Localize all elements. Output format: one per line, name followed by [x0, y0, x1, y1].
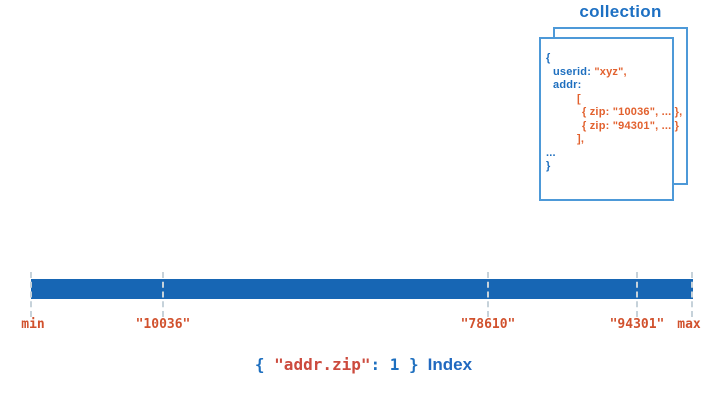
json-line: addr:	[546, 79, 672, 93]
json-token: ...	[546, 146, 556, 159]
json-line: userid: "xyz",	[546, 66, 672, 80]
json-token: "xyz",	[594, 65, 627, 78]
tick-label-max: max	[677, 317, 701, 332]
index-range-bar	[31, 279, 693, 299]
json-token: ],	[577, 133, 585, 145]
json-line: ...	[546, 147, 672, 161]
json-token: [	[577, 92, 581, 105]
json-line: {	[546, 52, 672, 66]
json-token: addr:	[553, 79, 582, 91]
caption-close-brace: }	[409, 355, 419, 374]
collection-label: collection	[579, 2, 662, 21]
json-token: { zip: "10036", ... },	[582, 106, 683, 118]
tick-label-94301: "94301"	[609, 317, 665, 332]
tick-label-min: min	[21, 317, 45, 332]
json-line: ],	[546, 133, 672, 147]
caption-index-word: Index	[427, 355, 473, 374]
json-line: { zip: "10036", ... },	[546, 106, 682, 120]
json-line: { zip: "94301", ... }	[546, 120, 679, 134]
tick-line-10036	[162, 272, 164, 317]
caption-open-brace: {	[254, 355, 275, 374]
tick-line-94301	[636, 272, 638, 317]
json-token: {	[546, 52, 551, 64]
json-token: userid:	[553, 65, 595, 78]
index-caption: { "addr.zip": 1 } Index	[0, 355, 720, 375]
caption-key: "addr.zip"	[274, 355, 371, 374]
json-line: [	[546, 93, 672, 107]
json-line: }	[546, 160, 672, 174]
document-json: { userid: "xyz", addr: [ { zip: "10036",…	[541, 39, 682, 174]
tick-label-78610: "78610"	[460, 317, 516, 332]
json-token: }	[546, 160, 551, 172]
tick-line-max	[691, 272, 693, 317]
tick-label-10036: "10036"	[135, 317, 191, 332]
json-token: { zip: "94301", ... }	[582, 119, 680, 132]
tick-line-min	[30, 272, 32, 317]
caption-value: : 1	[370, 355, 410, 374]
document-card-front: { userid: "xyz", addr: [ { zip: "10036",…	[539, 37, 682, 201]
tick-line-78610	[487, 272, 489, 317]
